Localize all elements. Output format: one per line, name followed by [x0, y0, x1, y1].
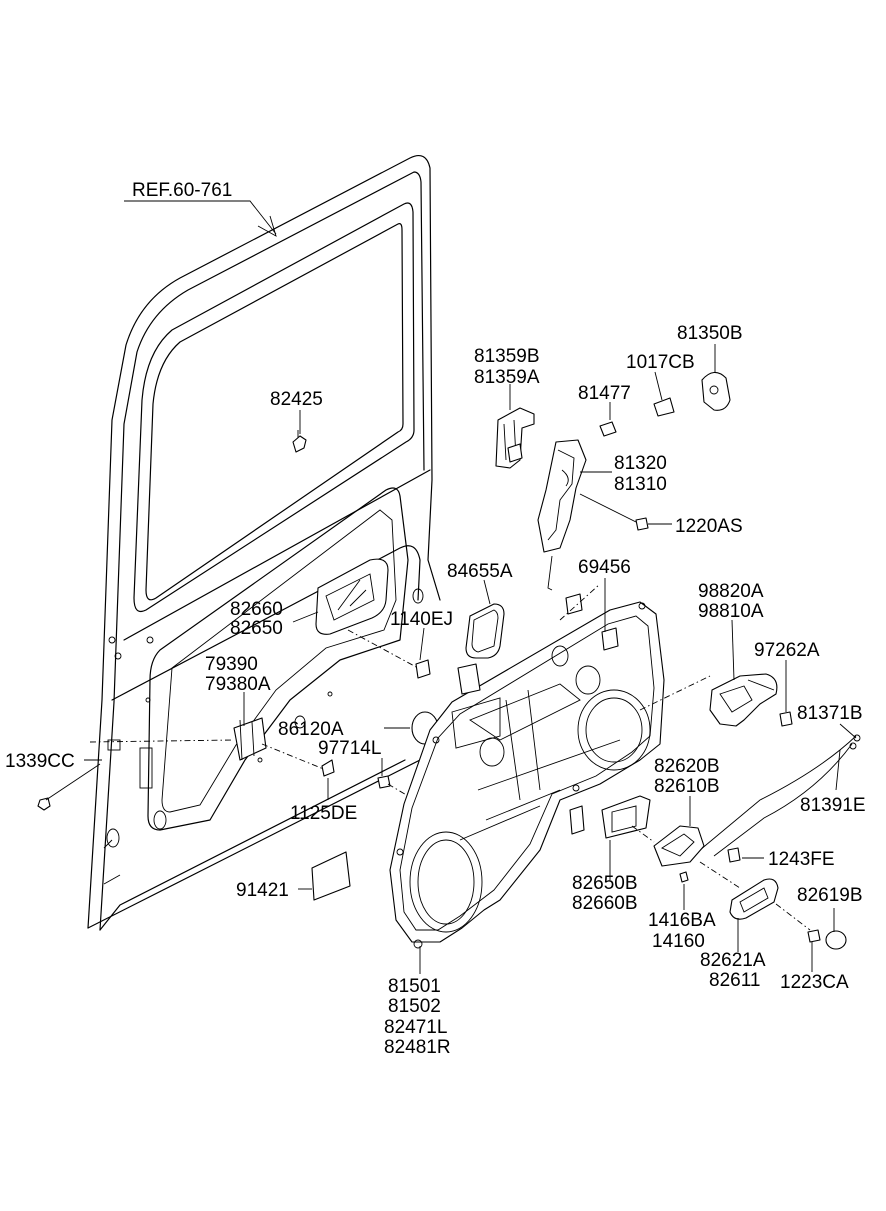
screw-1416BA	[679, 871, 689, 883]
label-81310: 81310	[614, 474, 667, 495]
label-81502: 81502	[388, 996, 441, 1017]
clip-82425	[292, 430, 307, 453]
pad-91421	[311, 851, 351, 901]
label-82481R: 82481R	[384, 1037, 451, 1058]
label-1223CA: 1223CA	[780, 972, 849, 993]
cable-81371B	[699, 734, 861, 857]
label-82650: 82650	[230, 618, 283, 639]
label-81350B: 81350B	[677, 323, 743, 344]
striker-81359	[495, 407, 535, 469]
hinge-79390	[89, 717, 327, 771]
label-1339CC: 1339CC	[5, 751, 75, 772]
label-82610B: 82610B	[654, 776, 720, 797]
label-91421: 91421	[236, 880, 289, 901]
leader-lines	[84, 200, 857, 974]
label-82611: 82611	[709, 970, 760, 991]
part-labels: REF.60-761 82425 81359B 81359A 81477 101…	[5, 180, 866, 1058]
label-14160: 14160	[652, 931, 705, 952]
label-82621A: 82621A	[700, 950, 766, 971]
cover-84655A	[465, 603, 505, 659]
label-97714L: 97714L	[318, 738, 381, 759]
latch-81320	[537, 371, 731, 591]
label-69456: 69456	[578, 557, 631, 578]
label-81359B: 81359B	[474, 346, 540, 367]
label-81391E: 81391E	[800, 795, 866, 816]
outside-handle	[315, 558, 431, 679]
label-98820A: 98820A	[698, 581, 764, 602]
bolt-1339CC	[37, 763, 101, 811]
label-79390: 79390	[205, 654, 258, 675]
label-81320: 81320	[614, 453, 667, 474]
label-1140EJ: 1140EJ	[390, 609, 453, 630]
nut-97714L	[377, 775, 409, 797]
label-86120A: 86120A	[278, 719, 344, 740]
label-98810A: 98810A	[698, 601, 764, 622]
nut-1125DE	[321, 759, 335, 777]
label-1243FE: 1243FE	[768, 849, 835, 870]
label-1125DE: 1125DE	[290, 803, 357, 824]
label-1220AS: 1220AS	[675, 516, 743, 537]
door-shell	[87, 155, 441, 931]
label-82471L: 82471L	[384, 1017, 447, 1038]
module-panel-81501	[389, 583, 665, 949]
label-82619B: 82619B	[797, 885, 863, 906]
label-ref: REF.60-761	[132, 180, 232, 201]
label-81371B: 81371B	[797, 703, 863, 724]
bracket-82650B	[601, 795, 651, 839]
label-82650B: 82650B	[572, 873, 638, 894]
label-81359A: 81359A	[474, 367, 540, 388]
escutcheon-82621A	[729, 878, 847, 950]
label-1017CB: 1017CB	[626, 352, 695, 373]
label-81501: 81501	[388, 976, 441, 997]
label-82620B: 82620B	[654, 756, 720, 777]
label-81477: 81477	[578, 383, 631, 404]
motor-98820A	[639, 673, 793, 727]
inside-handle-82620B	[631, 825, 741, 889]
label-84655A: 84655A	[447, 561, 513, 582]
label-79380A: 79380A	[205, 674, 271, 695]
label-82425: 82425	[270, 389, 323, 410]
label-97262A: 97262A	[754, 640, 820, 661]
label-82660B: 82660B	[572, 893, 638, 914]
label-1416BA: 1416BA	[648, 910, 716, 931]
label-82660: 82660	[230, 599, 283, 620]
